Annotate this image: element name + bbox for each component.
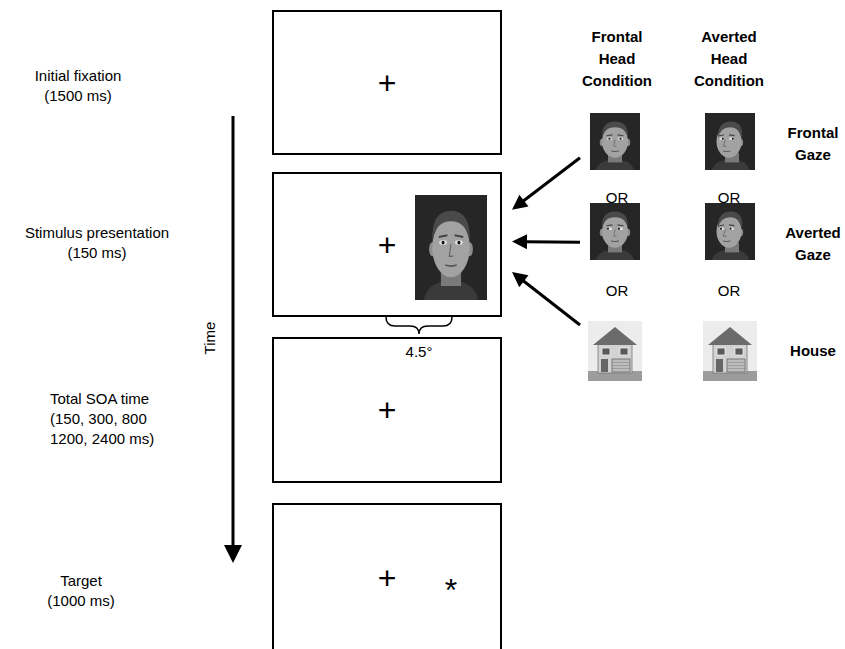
fixation-cross: +	[378, 562, 397, 594]
arrow-head	[512, 272, 528, 287]
arrow-head	[512, 234, 527, 249]
screen-frame: +	[272, 337, 502, 483]
axis-label: Time	[200, 308, 220, 368]
face-thumbnail	[590, 203, 640, 260]
arrow-line	[522, 158, 580, 202]
house-thumbnail	[703, 321, 757, 381]
arrow-connector	[512, 158, 580, 210]
angle-bracket	[386, 317, 452, 334]
arrow-connector	[512, 234, 580, 249]
stage-label: Total SOA time (150, 300, 800 1200, 2400…	[50, 389, 162, 449]
arrow-line	[525, 240, 580, 243]
row-label: House	[782, 340, 844, 362]
face-stimulus	[415, 195, 487, 300]
arrow-line	[522, 280, 580, 325]
face-thumbnail	[590, 113, 640, 170]
arrow-connector	[512, 272, 580, 325]
screen-frame: +	[272, 10, 502, 155]
condition-row: Averted Gaze	[582, 200, 845, 262]
house-thumbnail	[588, 321, 642, 381]
row-label: Frontal Gaze	[782, 122, 844, 166]
stage-label: Stimulus presentation (150 ms)	[17, 223, 177, 263]
face-thumbnail	[705, 113, 755, 170]
or-label: OR	[709, 188, 749, 208]
or-label: OR	[597, 188, 637, 208]
fixation-cross: +	[378, 67, 397, 99]
fixation-cross: +	[378, 229, 397, 261]
column-header: Averted Head Condition	[687, 26, 771, 92]
time-arrow	[224, 116, 242, 563]
target-asterisk: *	[445, 574, 457, 606]
condition-row: Frontal Gaze	[582, 110, 845, 172]
angle-label: 4.5°	[397, 342, 441, 362]
face-thumbnail	[705, 203, 755, 260]
fixation-cross: +	[378, 394, 397, 426]
row-label: Averted Gaze	[782, 222, 844, 266]
condition-row: House	[582, 318, 845, 382]
stage-label: Target (1000 ms)	[41, 571, 121, 611]
or-label: OR	[709, 281, 749, 301]
screen-frame: +	[272, 172, 502, 317]
screen-frame: +*	[272, 503, 502, 649]
column-header: Frontal Head Condition	[575, 26, 659, 92]
arrow-head	[512, 195, 528, 210]
or-label: OR	[597, 281, 637, 301]
stage-label: Initial fixation (1500 ms)	[23, 66, 133, 106]
